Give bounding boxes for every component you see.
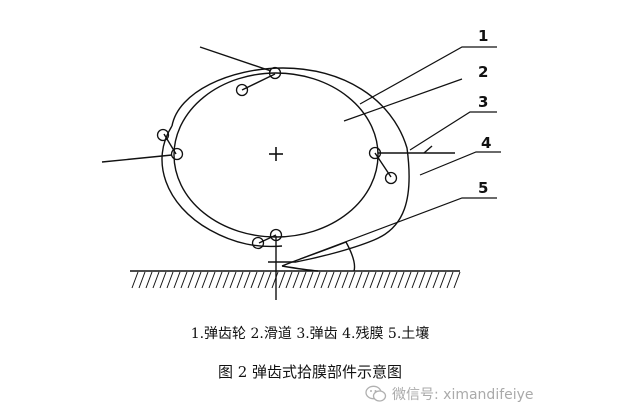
guide-track-shell bbox=[171, 67, 410, 263]
pickup-mechanism-diagram: 1 2 3 4 5 bbox=[101, 27, 501, 300]
callout-2: 2 bbox=[478, 63, 488, 81]
callout-3: 3 bbox=[478, 93, 488, 111]
callout-labels: 1 2 3 4 5 bbox=[478, 27, 491, 197]
spring-teeth bbox=[163, 73, 455, 300]
callout-5: 5 bbox=[478, 179, 488, 197]
watermark-text: 微信号: ximandifeiye bbox=[392, 387, 534, 403]
callout-1: 1 bbox=[478, 27, 488, 45]
watermark: 微信号: ximandifeiye bbox=[365, 383, 534, 405]
soil-ground bbox=[130, 270, 461, 289]
tooth-pins bbox=[156, 66, 398, 250]
part-legend: 1.弹齿轮 2.滑道 3.弹齿 4.残膜 5.土壤 bbox=[190, 326, 430, 342]
wheel-center-mark bbox=[269, 147, 283, 161]
wechat-icon bbox=[365, 385, 387, 402]
callout-4: 4 bbox=[481, 134, 491, 152]
figure-caption: 图 2 弹齿式拾膜部件示意图 bbox=[217, 363, 403, 381]
residual-film-peel bbox=[281, 265, 319, 272]
callout-leaders bbox=[299, 46, 501, 260]
guide-track-inner bbox=[161, 125, 283, 248]
